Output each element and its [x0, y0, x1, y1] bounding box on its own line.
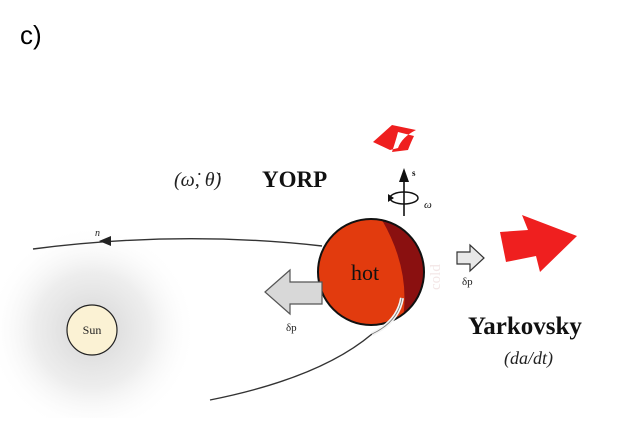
panel-label: c): [20, 20, 42, 50]
spin-axis-arrowhead-icon: [399, 168, 409, 182]
yorp-variables: (ω̇, θ̇): [174, 169, 222, 191]
orbit-path: [32, 237, 323, 250]
orbit-n-label: n: [95, 228, 100, 239]
yarkovsky-label: Yarkovsky: [468, 313, 582, 340]
dp-left-label: δp: [286, 322, 297, 334]
sun: [66, 304, 118, 356]
thrust-left-arrow-icon: [264, 268, 323, 316]
cold-label: cold: [428, 264, 444, 290]
sun-label: Sun: [83, 323, 102, 337]
orbit-direction-icon: [99, 236, 111, 246]
omega-label: ω: [424, 199, 432, 211]
orbit-overlay-edge: [371, 297, 403, 335]
yorp-arrow-icon: [373, 125, 416, 152]
asteroid: [317, 218, 425, 336]
yarkovsky-variables: (da/dt): [504, 348, 553, 369]
yorp-label: YORP: [262, 167, 327, 192]
asteroid-outline: [317, 218, 425, 326]
cold-hemisphere: [382, 220, 424, 324]
spin-axis-label: s: [412, 168, 416, 178]
yarkovsky-arrow-icon: [500, 215, 577, 272]
hot-label: hot: [351, 260, 379, 285]
dp-right-label: δp: [462, 276, 473, 288]
thrust-right-arrow-icon: [456, 243, 485, 273]
rotation-direction-icon: [388, 194, 394, 202]
lower-orbit-path: [209, 333, 373, 401]
